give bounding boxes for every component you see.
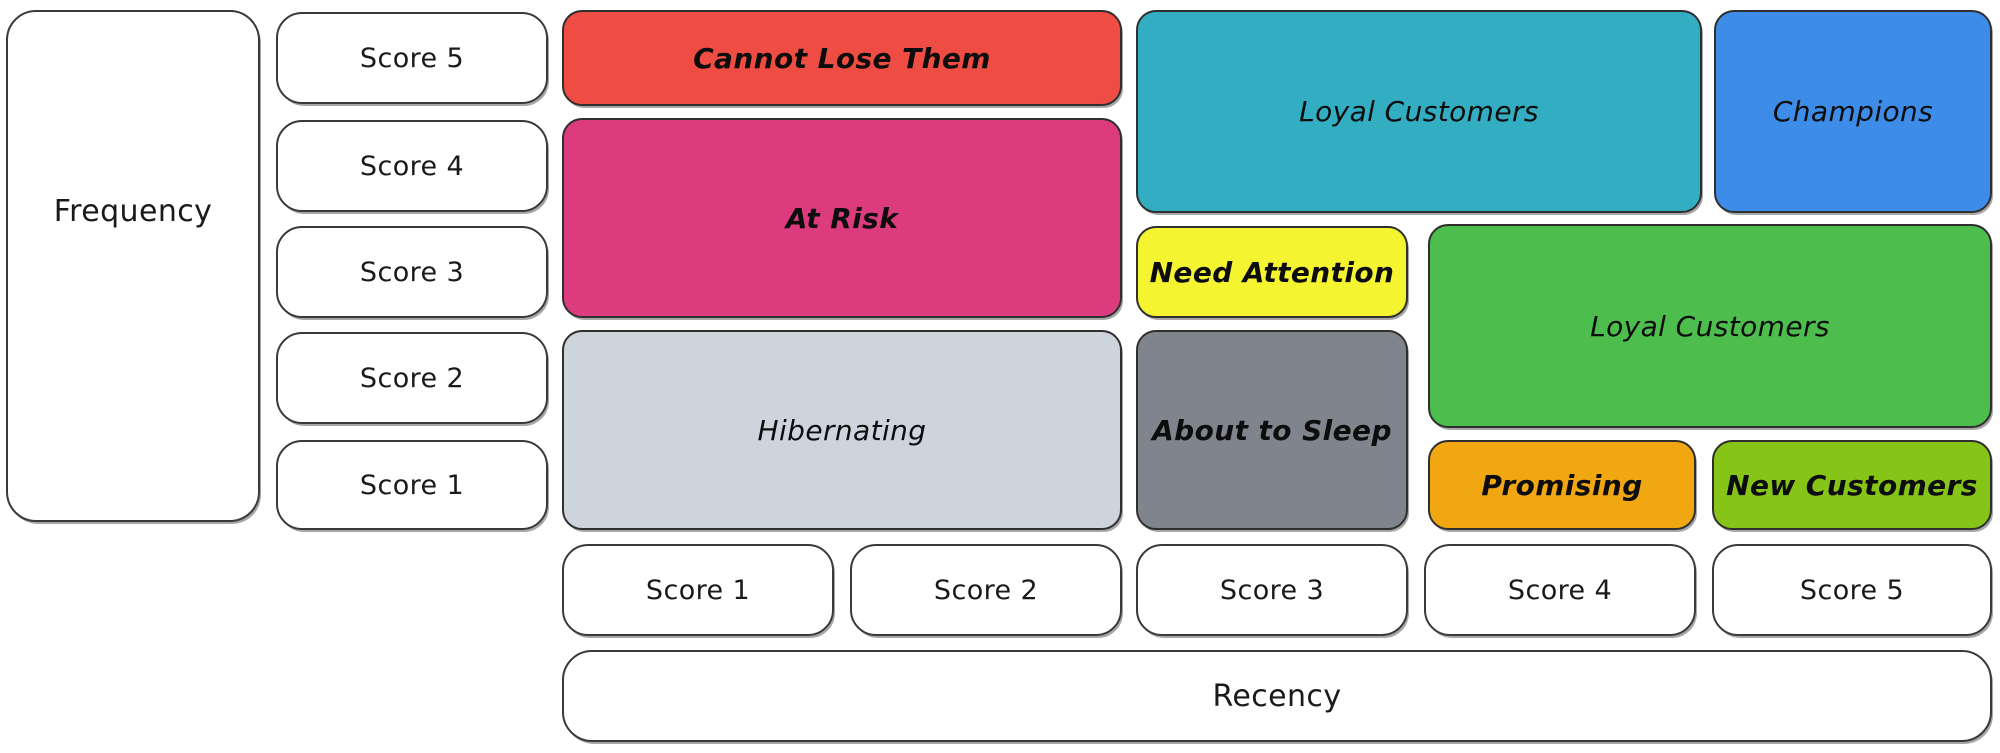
recency-score-3-label: Score 3 bbox=[1219, 574, 1325, 606]
frequency-score-2[interactable]: Score 2 bbox=[276, 332, 548, 424]
segment-loyal-customers-teal-label: Loyal Customers bbox=[1299, 95, 1539, 128]
segment-about-to-sleep[interactable]: About to Sleep bbox=[1136, 330, 1408, 530]
frequency-score-4-label: Score 4 bbox=[359, 150, 465, 182]
segment-loyal-customers-teal[interactable]: Loyal Customers bbox=[1136, 10, 1702, 213]
segment-need-attention-label: Need Attention bbox=[1149, 255, 1395, 289]
frequency-score-5[interactable]: Score 5 bbox=[276, 12, 548, 104]
recency-axis-label: Recency bbox=[562, 650, 1992, 742]
frequency-score-1-label: Score 1 bbox=[359, 469, 465, 501]
segment-at-risk-label: At Risk bbox=[785, 201, 899, 235]
frequency-axis-label-text: Frequency bbox=[53, 193, 213, 229]
segment-at-risk[interactable]: At Risk bbox=[562, 118, 1122, 318]
recency-score-1-label: Score 1 bbox=[645, 574, 751, 606]
frequency-score-5-label: Score 5 bbox=[359, 42, 465, 74]
recency-axis-label-text: Recency bbox=[1212, 678, 1342, 714]
frequency-score-2-label: Score 2 bbox=[359, 362, 465, 394]
segment-cannot-lose-them-label: Cannot Lose Them bbox=[693, 41, 991, 75]
segment-loyal-customers-green[interactable]: Loyal Customers bbox=[1428, 224, 1992, 428]
recency-score-2-label: Score 2 bbox=[933, 574, 1039, 606]
frequency-score-3-label: Score 3 bbox=[359, 256, 465, 288]
segment-need-attention[interactable]: Need Attention bbox=[1136, 226, 1408, 318]
segment-champions[interactable]: Champions bbox=[1714, 10, 1992, 213]
frequency-axis-label: Frequency bbox=[6, 10, 260, 522]
recency-score-2[interactable]: Score 2 bbox=[850, 544, 1122, 636]
segment-promising-label: Promising bbox=[1481, 468, 1643, 502]
segment-loyal-customers-green-label: Loyal Customers bbox=[1590, 309, 1830, 343]
recency-score-3[interactable]: Score 3 bbox=[1136, 544, 1408, 636]
recency-score-1[interactable]: Score 1 bbox=[562, 544, 834, 636]
frequency-score-1[interactable]: Score 1 bbox=[276, 440, 548, 530]
frequency-score-4[interactable]: Score 4 bbox=[276, 120, 548, 212]
segment-hibernating[interactable]: Hibernating bbox=[562, 330, 1122, 530]
recency-score-4[interactable]: Score 4 bbox=[1424, 544, 1696, 636]
segment-champions-label: Champions bbox=[1772, 95, 1934, 128]
segment-cannot-lose-them[interactable]: Cannot Lose Them bbox=[562, 10, 1122, 106]
recency-score-5-label: Score 5 bbox=[1799, 574, 1905, 606]
recency-score-5[interactable]: Score 5 bbox=[1712, 544, 1992, 636]
segment-new-customers[interactable]: New Customers bbox=[1712, 440, 1992, 530]
segment-promising[interactable]: Promising bbox=[1428, 440, 1696, 530]
recency-score-4-label: Score 4 bbox=[1507, 574, 1613, 606]
segment-new-customers-label: New Customers bbox=[1726, 468, 1978, 502]
frequency-score-3[interactable]: Score 3 bbox=[276, 226, 548, 318]
segment-about-to-sleep-label: About to Sleep bbox=[1152, 413, 1392, 447]
segment-hibernating-label: Hibernating bbox=[757, 413, 927, 447]
